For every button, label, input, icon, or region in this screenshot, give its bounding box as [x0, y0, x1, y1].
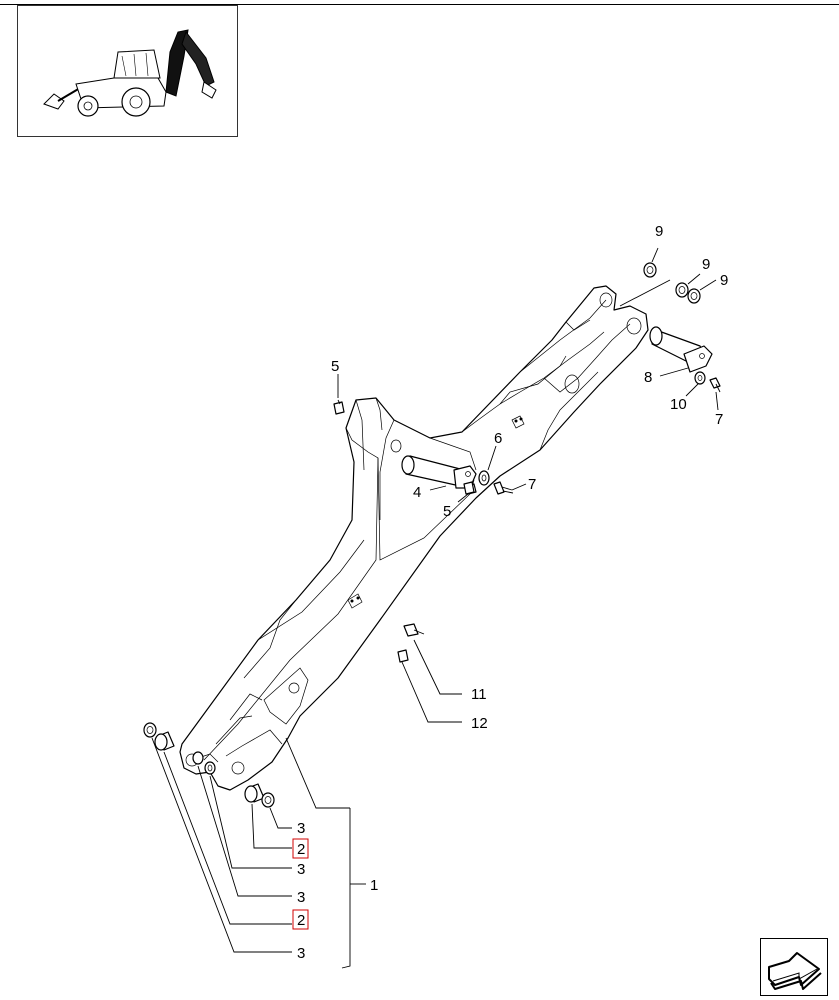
bushing-9c — [687, 288, 701, 304]
bushing-3-far-left — [143, 722, 157, 738]
bushing-3-right — [261, 792, 275, 808]
callout-2-a-box — [292, 838, 309, 859]
bolt-11 — [403, 623, 425, 637]
callout-3-a: 3 — [297, 820, 305, 837]
callout-12: 12 — [471, 715, 488, 732]
callout-2-b-box — [292, 909, 309, 930]
callout-9-c: 9 — [720, 272, 728, 289]
washer-10 — [694, 371, 706, 385]
backhoe-loader-icon — [43, 29, 217, 117]
leader-lines — [151, 247, 719, 969]
callout-7-upper: 7 — [715, 411, 723, 428]
bolt-7-upper — [709, 377, 721, 393]
callout-labels: 9 9 9 8 10 7 5 6 4 5 7 11 12 1 3 2 3 3 2… — [292, 223, 728, 962]
callout-5-mid: 5 — [443, 503, 451, 520]
bushing-9a — [643, 262, 657, 278]
callout-2-a[interactable]: 2 — [297, 841, 305, 858]
callout-6: 6 — [494, 430, 502, 447]
callout-3-c: 3 — [297, 889, 305, 906]
callout-3-b: 3 — [297, 861, 305, 878]
callout-9-b: 9 — [702, 256, 710, 273]
callout-1: 1 — [370, 877, 378, 894]
callout-9-a: 9 — [655, 223, 663, 240]
callout-10: 10 — [670, 396, 687, 413]
bushing-2-right — [244, 783, 265, 803]
callout-5-top: 5 — [331, 358, 339, 375]
bushing-2-left — [154, 731, 175, 751]
bushing-3-left-b — [204, 761, 216, 775]
grease-nipple-5-mid — [463, 481, 475, 495]
boom-assembly — [179, 285, 649, 791]
grease-nipple-5-top — [333, 399, 345, 415]
washer-6 — [478, 470, 490, 486]
bushing-3-left-a — [192, 751, 204, 765]
pin-8 — [649, 326, 713, 373]
bolt-7-lower — [493, 481, 514, 495]
top-rule — [0, 4, 839, 5]
next-page-button[interactable] — [760, 938, 828, 996]
bushing-9b — [675, 282, 689, 298]
next-page-arrow-icon — [768, 952, 822, 990]
callout-11: 11 — [471, 686, 487, 703]
callout-3-d: 3 — [297, 945, 305, 962]
machine-thumbnail — [17, 5, 238, 137]
callout-2-b[interactable]: 2 — [297, 912, 305, 929]
callout-7-lower: 7 — [528, 476, 536, 493]
callout-8: 8 — [644, 369, 652, 386]
nipple-12 — [397, 649, 409, 663]
callout-4: 4 — [413, 484, 421, 501]
